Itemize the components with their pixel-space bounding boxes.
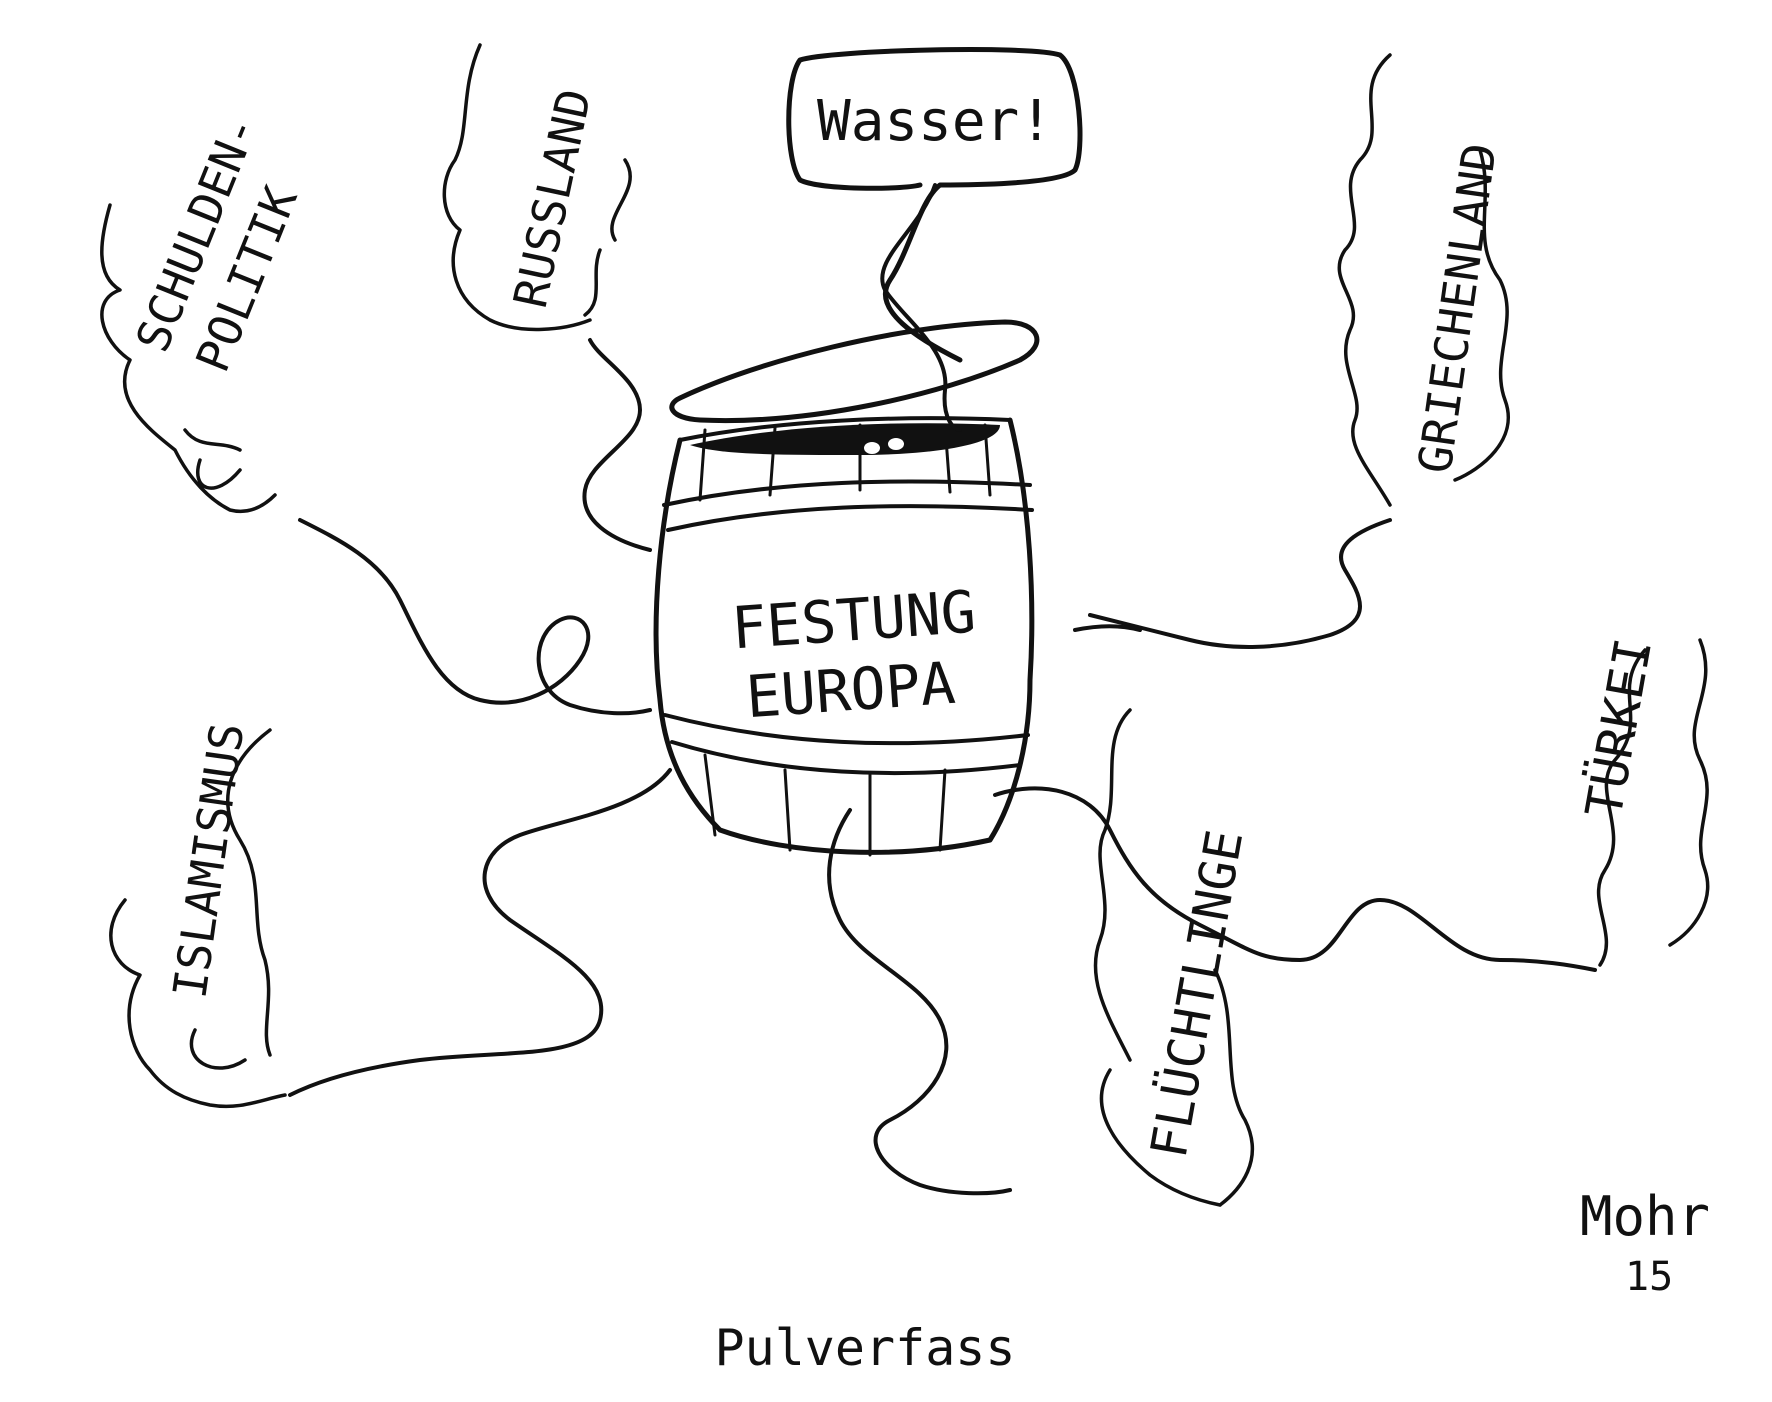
barrel-top-rim <box>678 416 1012 442</box>
powder-keg-barrel: FESTUNG EUROPA <box>653 319 1040 857</box>
barrel-body <box>653 417 1035 855</box>
flame-fluechtlinge: FLÜCHTLINGE <box>1093 708 1255 1207</box>
flame-label-griechenland: GRIECHENLAND <box>1407 140 1507 477</box>
eye-left <box>864 442 880 454</box>
flame-outline-schulden <box>100 203 277 513</box>
eye-right <box>888 438 904 450</box>
speech-bubble-text: Wasser! <box>817 89 1053 154</box>
flame-outline-russland <box>442 43 632 332</box>
flame-schulden: SCHULDEN- POLITIK <box>100 108 308 513</box>
barrel-opening-shadow <box>690 423 1000 455</box>
fuse-rope-russland <box>582 338 652 552</box>
speech-bubble: Wasser! <box>786 47 1083 432</box>
fuse-rope-tuerkei <box>993 786 1597 972</box>
fuse-rope-griechenland <box>1088 518 1392 649</box>
barrel-lid <box>669 319 1040 424</box>
fuse-rope-schulden <box>298 518 652 716</box>
signature-year: 15 <box>1625 1254 1673 1300</box>
flame-tuerkei: TÜRKEI <box>1575 634 1710 967</box>
flame-label-islamismus: ISLAMISMUS <box>162 720 254 1002</box>
fuse-rope-islamismus <box>288 768 672 1097</box>
flame-outline-griechenland <box>1337 53 1510 507</box>
flame-label-tuerkei: TÜRKEI <box>1575 634 1663 822</box>
speech-bubble-outline <box>786 47 1083 363</box>
flame-outline-islamismus <box>109 728 287 1109</box>
flame-label-russland: RUSSLAND <box>503 84 602 312</box>
flame-outline-tuerkei <box>1596 638 1710 967</box>
flame-russland: RUSSLAND <box>442 43 632 332</box>
flame-islamismus: ISLAMISMUS <box>109 720 287 1109</box>
barrel-hoop-top <box>662 479 1034 532</box>
fuse-rope-fluechtlinge <box>827 808 1012 1196</box>
fuse-rope-right <box>1073 624 1142 632</box>
fuse-ropes <box>288 338 1597 1196</box>
flame-outline-fluechtlinge <box>1093 708 1255 1207</box>
flame-griechenland: GRIECHENLAND <box>1337 53 1510 507</box>
artist-signature: Mohr <box>1580 1185 1710 1248</box>
flame-label-fluechtlinge: FLÜCHTLINGE <box>1140 826 1255 1162</box>
barrel-staves <box>698 423 992 857</box>
speech-bubble-tail <box>880 183 962 432</box>
barrel-label-line2: EUROPA <box>744 649 958 731</box>
cartoon-caption: Pulverfass <box>714 1319 1015 1377</box>
barrel-hoop-bottom <box>663 713 1030 776</box>
